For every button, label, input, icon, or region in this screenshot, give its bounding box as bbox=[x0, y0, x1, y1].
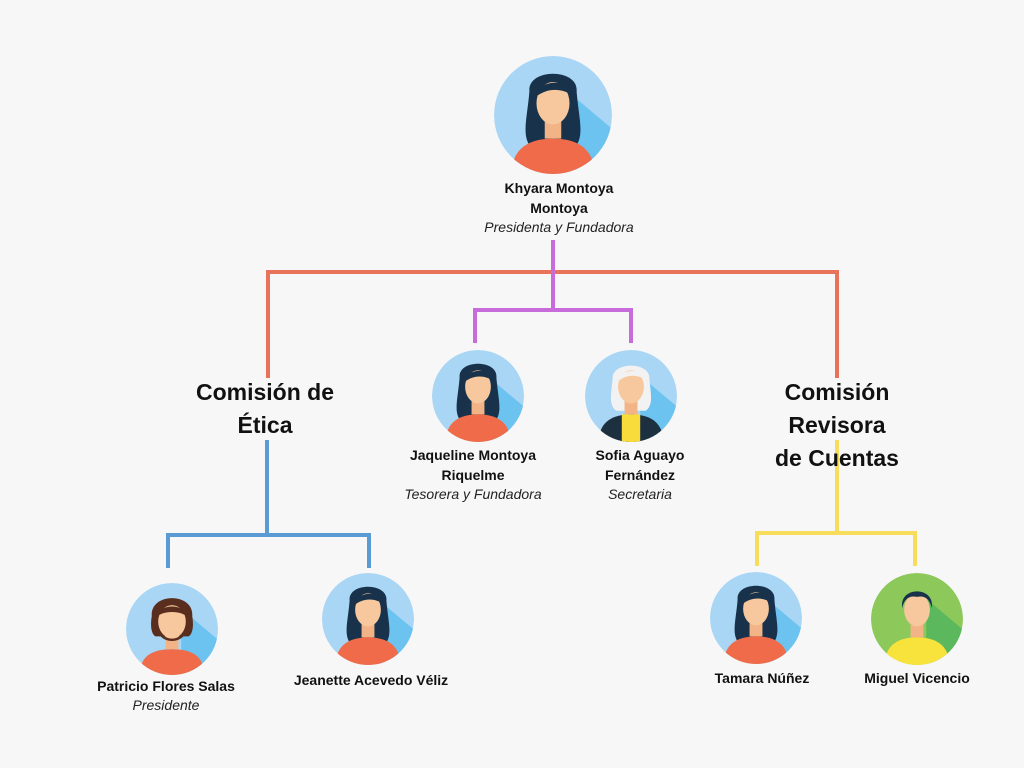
group-cuentas-title-line2: de Cuentas bbox=[775, 445, 899, 471]
founder-2-label: Sofia Aguayo Fernández Secretaria bbox=[596, 445, 685, 503]
root-name-line2: Montoya bbox=[530, 200, 588, 216]
woman-avatar-icon bbox=[432, 350, 524, 442]
founder-2-name-line2: Fernández bbox=[604, 467, 675, 483]
root-name-line1: Khyara Montoya bbox=[504, 180, 614, 196]
founder-2-name-line1: Sofia Aguayo bbox=[595, 447, 685, 463]
etica-connector bbox=[166, 440, 371, 568]
cuentas-member-1-label: Tamara Núñez bbox=[715, 668, 810, 688]
etica-member-2-label: Jeanette Acevedo Véliz bbox=[294, 670, 448, 690]
founder-1-name-line2: Riquelme bbox=[441, 467, 505, 483]
root-label: Khyara Montoya Montoya Presidenta y Fund… bbox=[484, 178, 633, 236]
woman-avatar-icon bbox=[494, 56, 612, 174]
man-avatar-icon bbox=[871, 573, 963, 665]
group-etica-title-line2: Ética bbox=[237, 412, 293, 438]
founder-1-role: Tesorera y Fundadora bbox=[404, 486, 542, 502]
root-role: Presidenta y Fundadora bbox=[484, 219, 634, 235]
group-etica-title-line1: Comisión de bbox=[195, 379, 335, 405]
bearded-man-avatar-icon bbox=[126, 583, 218, 675]
etica-member-1-label: Patricio Flores Salas Presidente bbox=[97, 676, 235, 714]
etica-member-1-name: Patricio Flores Salas bbox=[97, 678, 235, 694]
group-cuentas-title-line1: Comisión Revisora bbox=[784, 379, 890, 438]
etica-member-2-name: Jeanette Acevedo Véliz bbox=[293, 672, 449, 688]
group-cuentas-title: Comisión Revisora de Cuentas bbox=[744, 376, 931, 475]
woman-avatar-icon bbox=[322, 573, 414, 665]
founders-connector bbox=[473, 308, 633, 343]
cuentas-member-1-name: Tamara Núñez bbox=[714, 670, 810, 686]
cuentas-member-2-name: Miguel Vicencio bbox=[864, 670, 970, 686]
cuentas-member-2-label: Miguel Vicencio bbox=[864, 668, 970, 688]
group-etica-title: Comisión de Ética bbox=[196, 376, 334, 442]
woman-avatar-icon bbox=[710, 572, 802, 664]
founder-1-label: Jaqueline Montoya Riquelme Tesorera y Fu… bbox=[404, 445, 541, 503]
founder-1-name-line1: Jaqueline Montoya bbox=[409, 447, 537, 463]
founder-2-role: Secretaria bbox=[608, 486, 672, 502]
etica-member-1-role: Presidente bbox=[132, 697, 200, 713]
cuentas-connector bbox=[755, 440, 917, 566]
elder-woman-avatar-icon bbox=[585, 350, 677, 442]
